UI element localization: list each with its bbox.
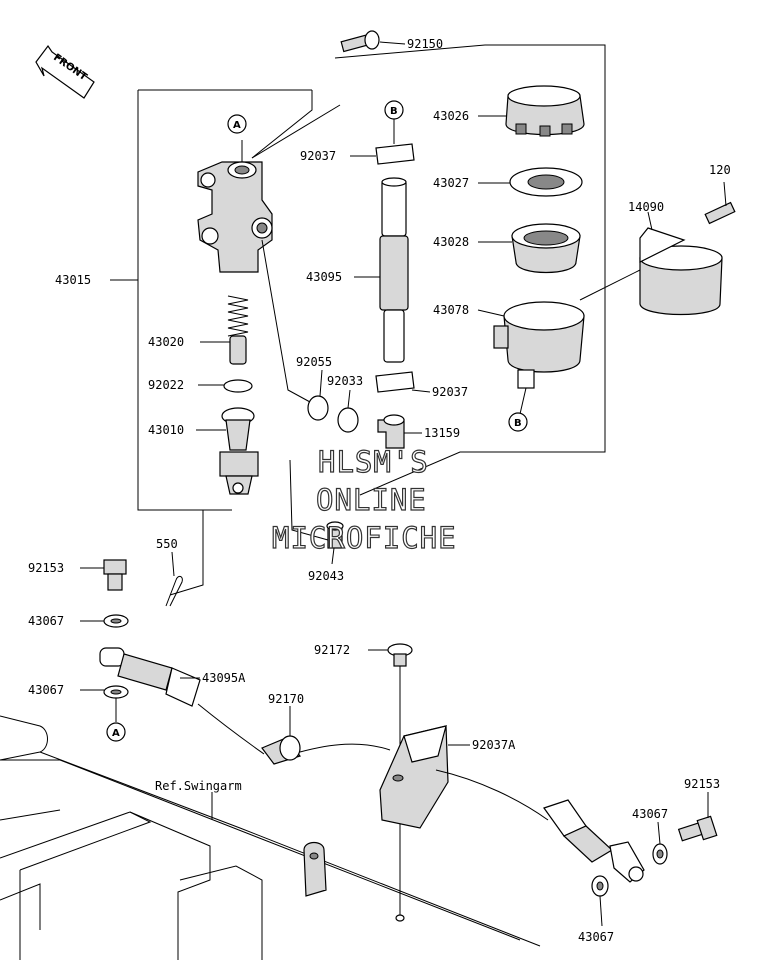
watermark-line-1: HLSM'S [318,445,429,479]
label-43067-upper: 43067 [28,614,64,628]
label-92037A: 92037A [472,738,516,752]
marker-a-bottom: A [106,722,126,742]
swingarm-reference-outline [0,715,541,960]
watermark: HLSM'S ONLINE MICROFICHE [271,444,457,555]
label-92153-upper: 92153 [28,561,64,575]
label-550: 550 [156,537,178,551]
label-92172: 92172 [314,643,350,657]
label-92037-bottom: 92037 [432,385,468,399]
cotter-pin-550 [165,551,183,607]
watermark-line-3: MICROFICHE [272,521,457,555]
front-arrow-icon: FRONT [35,44,95,99]
master-cylinder-body [197,140,273,273]
washer-43067-right [652,821,668,865]
bolt-92043 [289,459,344,565]
label-14090: 14090 [628,200,664,214]
svg-text:A: A [233,120,241,131]
label-43095A: 43095A [202,671,246,685]
holder-92037A [379,725,549,829]
circlip-92033 [337,389,359,433]
reservoir-cap-43026 [478,85,585,137]
marker-a-top: A [227,114,247,134]
label-120: 120 [709,163,731,177]
svg-text:B: B [514,418,522,429]
washer-43067-upper [80,614,129,628]
clamp-92170 [197,703,391,765]
label-43078: 43078 [433,303,469,317]
banjo-bolt-92153-upper [80,559,127,591]
marker-b-top: B [384,100,404,144]
label-43026: 43026 [433,109,469,123]
oring-92055 [261,239,329,421]
label-ref-swingarm: Ref.Swingarm [155,779,242,793]
hose-end-lower-right [543,799,645,883]
pushrod-43010 [196,407,259,495]
label-92043: 92043 [308,569,344,583]
bolt-92150 [340,30,406,53]
label-43027: 43027 [433,176,469,190]
spring-43020 [200,295,249,365]
label-43010: 43010 [148,423,184,437]
elbow-13159 [377,414,422,449]
clamp-92037-bottom [375,371,431,393]
bracket-14090 [579,211,723,316]
washer-43067-bottom [591,875,609,927]
assembly-43015-bracket [110,44,606,596]
label-43067-lower-left: 43067 [28,683,64,697]
plate-43027 [478,167,583,197]
label-43095: 43095 [306,270,342,284]
svg-text:A: A [112,728,120,739]
hose-43095 [354,177,409,363]
label-92055: 92055 [296,355,332,369]
label-92033: 92033 [327,374,363,388]
marker-b-bottom: B [508,412,528,432]
screw-120 [704,181,736,225]
label-92153-lower: 92153 [684,777,720,791]
label-92022: 92022 [148,378,184,392]
label-43028: 43028 [433,235,469,249]
label-92150: 92150 [407,37,443,51]
label-43067-bottom: 43067 [578,930,614,944]
label-92170: 92170 [268,692,304,706]
watermark-line-2: ONLINE [316,483,427,517]
washer-43067-lower-left [80,685,129,722]
label-43015: 43015 [55,273,91,287]
hose-43095A [99,647,201,707]
banjo-bolt-92153-lower [677,792,718,842]
circlip-92022 [198,379,253,393]
diaphragm-43028 [478,223,581,274]
svg-text:B: B [390,106,398,117]
clamp-92037-top [350,143,415,165]
label-43067-right: 43067 [632,807,668,821]
label-92037-top: 92037 [300,149,336,163]
reservoir-43078 [477,301,585,415]
label-13159: 13159 [424,426,460,440]
label-43020: 43020 [148,335,184,349]
